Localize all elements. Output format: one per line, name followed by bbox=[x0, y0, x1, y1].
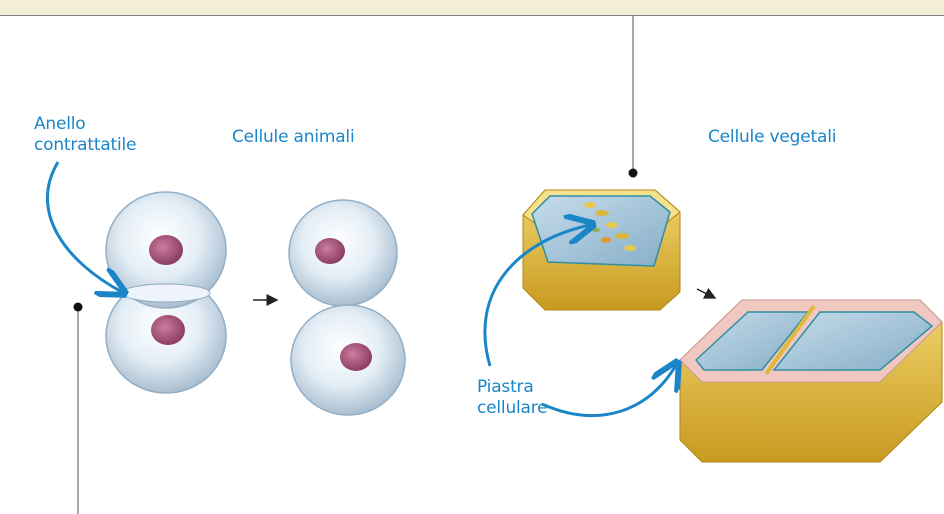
cell-plate-label: Piastra cellulare bbox=[477, 377, 547, 419]
plant-cells-divided bbox=[680, 300, 942, 462]
contractile-ring-label-line2: contrattatile bbox=[34, 135, 136, 156]
contractile-ring-label: Anello contrattatile bbox=[34, 114, 136, 156]
plant-cell-forming-plate bbox=[523, 190, 680, 310]
cell-plate-arrow-lower bbox=[542, 365, 676, 416]
connector-line-right bbox=[629, 16, 638, 178]
animal-cells-title: Cellule animali bbox=[232, 127, 354, 148]
cell-plate-label-line2: cellulare bbox=[477, 398, 547, 419]
plant-cells-title: Cellule vegetali bbox=[708, 127, 836, 148]
daughter-animal-cells bbox=[289, 200, 405, 415]
cell-plate-label-line1: Piastra bbox=[477, 377, 547, 398]
progression-arrow-plant bbox=[697, 289, 715, 298]
dividing-animal-cell bbox=[106, 192, 226, 393]
contractile-ring-label-line1: Anello bbox=[34, 114, 136, 135]
connector-line-left bbox=[74, 303, 83, 514]
